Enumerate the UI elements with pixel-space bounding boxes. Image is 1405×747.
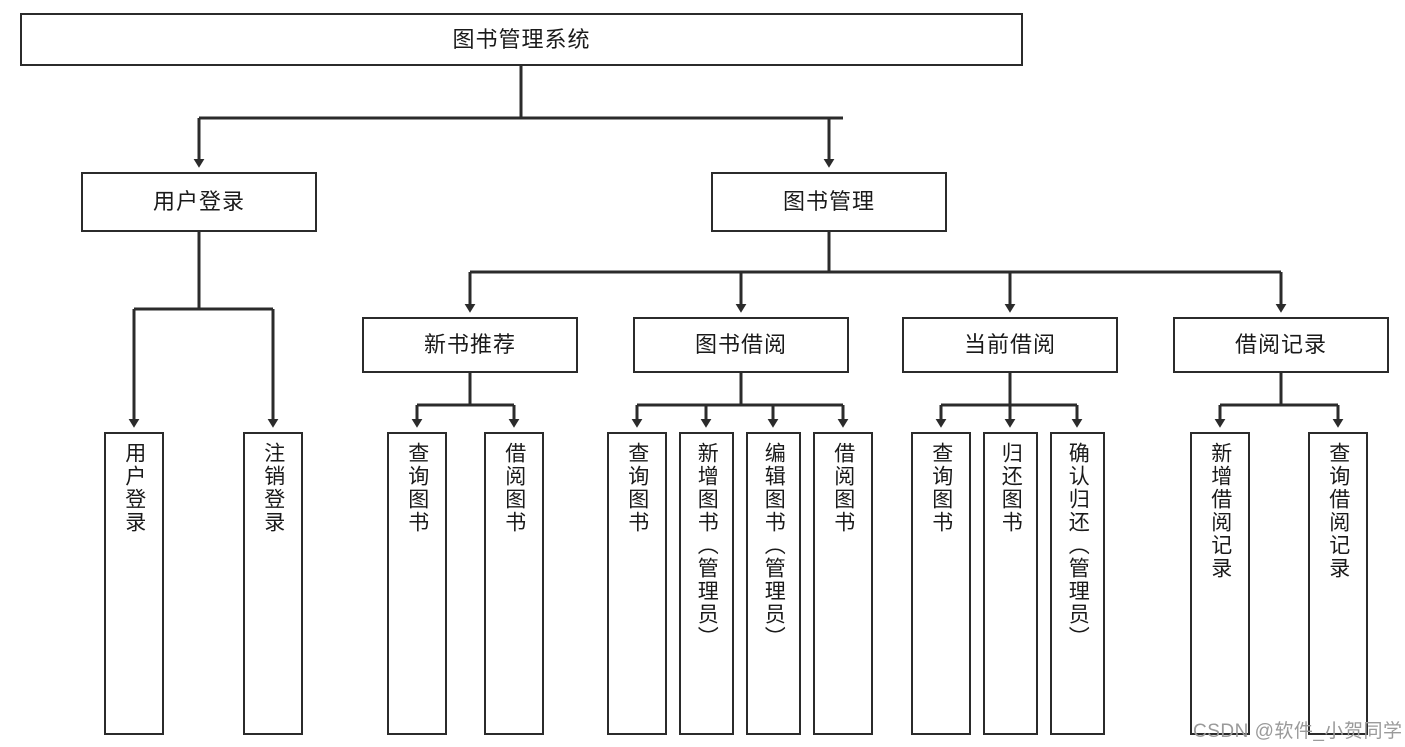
node-label: 新增图书（管理员） [695,442,719,649]
node-label: 查询图书 [929,442,953,534]
node-leaf-confirm-return-admin[interactable]: 确认归还（管理员） [1050,432,1105,735]
node-label: 借阅记录 [1234,332,1327,358]
node-leaf-borrow-book-recommend[interactable]: 借阅图书 [484,432,544,735]
node-label: 注销登录 [261,442,285,534]
node-leaf-add-borrow-record[interactable]: 新增借阅记录 [1190,432,1250,735]
node-label: 新书推荐 [423,332,516,358]
node-book-management-system[interactable]: 图书管理系统 [20,13,1023,66]
node-label: 用户登录 [122,442,146,534]
node-label: 新增借阅记录 [1208,442,1232,580]
node-label: 查询图书 [625,442,649,534]
node-leaf-query-borrow-record[interactable]: 查询借阅记录 [1308,432,1368,735]
node-leaf-query-book-borrow[interactable]: 查询图书 [607,432,667,735]
node-leaf-user-login[interactable]: 用户登录 [104,432,164,735]
node-new-book-recommend[interactable]: 新书推荐 [362,317,578,373]
node-label: 借阅图书 [831,442,855,534]
node-label: 借阅图书 [502,442,526,534]
node-label: 查询借阅记录 [1326,442,1350,580]
node-leaf-return-book[interactable]: 归还图书 [983,432,1038,735]
node-user-login[interactable]: 用户登录 [81,172,317,232]
node-label: 图书借阅 [694,332,787,358]
node-label: 查询图书 [405,442,429,534]
node-label: 确认归还（管理员） [1066,442,1090,649]
node-book-management[interactable]: 图书管理 [711,172,947,232]
node-label: 归还图书 [999,442,1023,534]
node-label: 图书管理系统 [452,26,591,52]
watermark-text: CSDN @软件_小贺同学 [1193,721,1403,742]
node-leaf-add-book-admin[interactable]: 新增图书（管理员） [679,432,734,735]
node-label: 图书管理 [782,189,875,215]
node-label: 用户登录 [152,189,245,215]
node-leaf-logout[interactable]: 注销登录 [243,432,303,735]
node-book-borrow[interactable]: 图书借阅 [633,317,849,373]
node-borrow-record[interactable]: 借阅记录 [1173,317,1389,373]
node-leaf-query-book-recommend[interactable]: 查询图书 [387,432,447,735]
node-label: 编辑图书（管理员） [762,442,786,649]
node-leaf-edit-book-admin[interactable]: 编辑图书（管理员） [746,432,801,735]
node-label: 当前借阅 [963,332,1056,358]
node-leaf-query-book-current[interactable]: 查询图书 [911,432,971,735]
node-current-borrow[interactable]: 当前借阅 [902,317,1118,373]
node-leaf-borrow-book[interactable]: 借阅图书 [813,432,873,735]
